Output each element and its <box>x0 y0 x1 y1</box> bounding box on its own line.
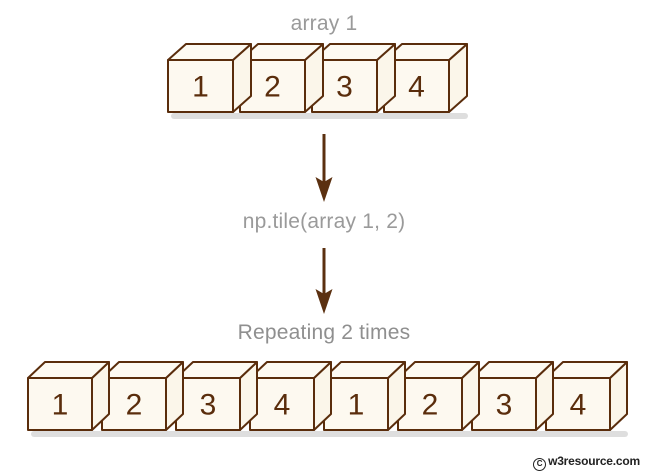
array-cube: 4 <box>545 361 628 431</box>
array-cube: 2 <box>397 361 480 431</box>
cube-value: 2 <box>126 389 143 422</box>
input-array-row: 4 3 2 1 <box>167 43 480 130</box>
array-cube: 4 <box>383 43 468 113</box>
cube-value: 4 <box>408 71 425 104</box>
cube-value: 3 <box>496 389 513 422</box>
cube-value: 2 <box>264 71 281 104</box>
cube-value: 1 <box>348 389 365 422</box>
cube-value: 3 <box>336 71 353 104</box>
operation-label: np.tile(array 1, 2) <box>242 210 406 233</box>
input-array-cubes: 4 3 2 1 <box>167 43 468 119</box>
array-cube: 3 <box>311 43 396 113</box>
watermark-text: w3resource.com <box>548 454 640 468</box>
cube-value: 3 <box>200 389 217 422</box>
output-array-cubes: 4 3 2 1 4 3 2 1 <box>27 361 628 437</box>
array-cube: 1 <box>167 43 252 113</box>
array-cube: 1 <box>323 361 406 431</box>
cube-value: 4 <box>274 389 291 422</box>
cube-value: 1 <box>192 71 209 104</box>
array-cube: 1 <box>27 361 110 431</box>
cube-value: 1 <box>52 389 69 422</box>
result-label: Repeating 2 times <box>237 321 411 344</box>
array-cube: 4 <box>249 361 332 431</box>
cube-value: 2 <box>422 389 439 422</box>
page-title-array1: array 1 <box>290 12 358 35</box>
array-cube: 2 <box>101 361 184 431</box>
copyright-icon: C <box>533 458 547 471</box>
arrow-input-to-operation <box>315 134 333 202</box>
array-cube: 3 <box>175 361 258 431</box>
array-cube: 3 <box>471 361 554 431</box>
output-array-row: 4 3 2 1 4 3 2 1 <box>27 361 628 448</box>
array-cube: 2 <box>239 43 324 113</box>
arrow-operation-to-result <box>315 248 333 314</box>
cube-value: 4 <box>570 389 587 422</box>
